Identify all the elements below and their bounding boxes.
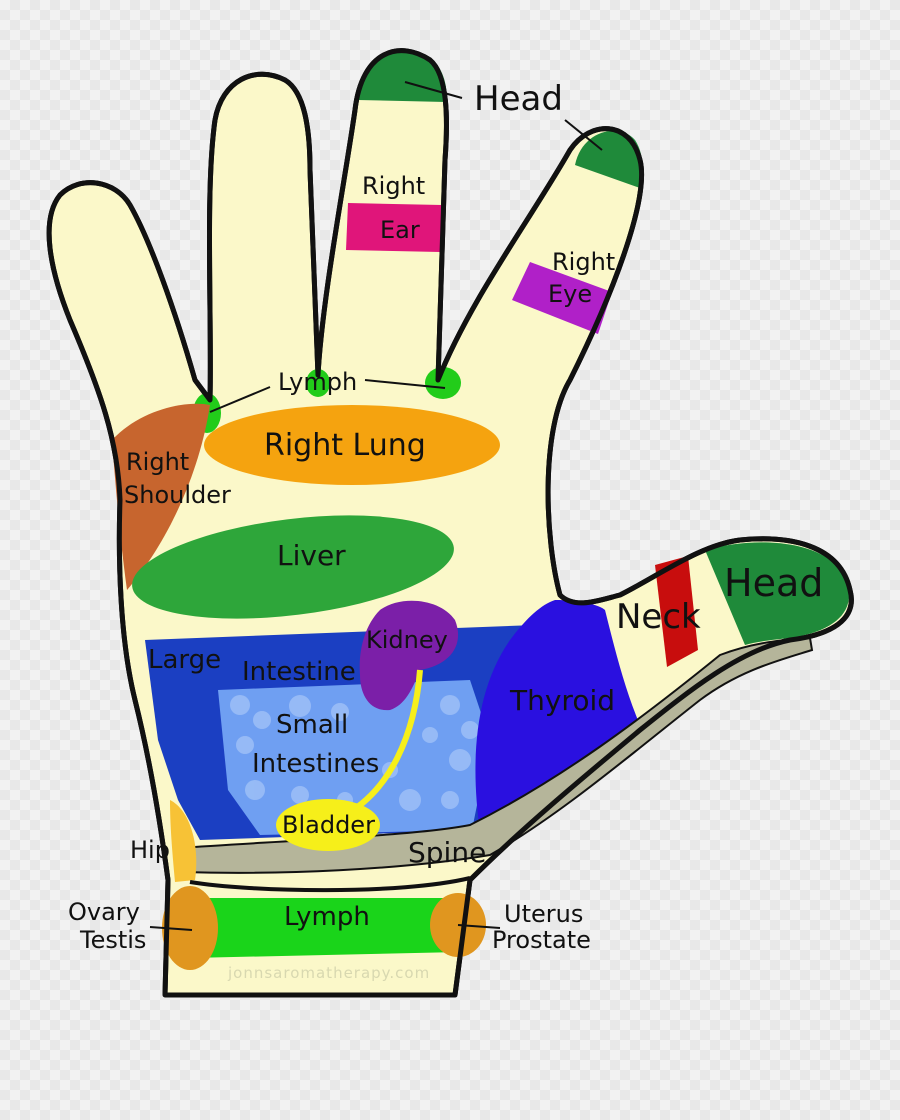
- right-shoulder-zone: [112, 403, 210, 590]
- label-ovary: Ovary: [68, 898, 140, 926]
- lymph-dot-2: [306, 369, 330, 397]
- label-head-top: Head: [474, 79, 563, 119]
- spine-zone: [176, 636, 814, 874]
- lymph-dot-3: [425, 367, 461, 399]
- label-large: Large: [148, 645, 221, 675]
- hip-zone: [170, 800, 197, 882]
- label-small-2: Intestines: [252, 749, 379, 779]
- label-right-shoulder-2: Shoulder: [124, 481, 231, 509]
- label-lymph-top: Lymph: [278, 368, 357, 396]
- label-uterus: Uterus: [504, 900, 583, 928]
- bladder-zone: [276, 799, 380, 851]
- head-zone-ring-finger: [575, 130, 643, 188]
- label-right-shoulder-1: Right: [126, 448, 189, 476]
- lymph-leader-left: [209, 386, 271, 413]
- head-leader-ring: [564, 119, 603, 151]
- label-spine: Spine: [408, 836, 486, 869]
- right-ear-zone: [346, 203, 442, 252]
- small-intestines-texture: [230, 695, 479, 811]
- lymph-leader-right: [364, 379, 446, 389]
- right-lung-zone: [204, 405, 500, 485]
- ovary-leader: [149, 926, 193, 931]
- label-right-lung: Right Lung: [264, 428, 426, 463]
- wrist-crease: [189, 876, 471, 893]
- label-liver: Liver: [277, 539, 346, 572]
- ovary-testis-zone: [162, 886, 218, 970]
- watermark-text: jonnsaromatherapy.com: [227, 964, 430, 982]
- label-neck: Neck: [616, 597, 701, 637]
- hand-outline-top: [46, 48, 854, 996]
- label-prostate: Prostate: [492, 926, 591, 954]
- label-right-eye-2: Eye: [548, 280, 592, 308]
- small-intestines-zone: [218, 680, 490, 835]
- right-eye-zone: [512, 262, 612, 334]
- label-thyroid: Thyroid: [509, 684, 615, 717]
- label-bladder: Bladder: [282, 811, 375, 839]
- thyroid-zone: [475, 600, 640, 832]
- label-right-ear-2: Ear: [380, 216, 420, 244]
- label-testis: Testis: [79, 926, 146, 954]
- label-right-ear-1: Right: [362, 172, 425, 200]
- label-kidney: Kidney: [366, 626, 448, 654]
- label-intestine: Intestine: [242, 657, 356, 687]
- label-small-1: Small: [276, 710, 348, 740]
- label-hip: Hip: [130, 836, 170, 864]
- wrist-lymph-zone: [190, 898, 460, 958]
- uterus-leader: [457, 924, 501, 929]
- label-right-eye-1: Right: [552, 248, 615, 276]
- label-head-thumb: Head: [724, 561, 823, 605]
- head-zone-thumb: [705, 542, 850, 645]
- head-leader-top: [404, 81, 463, 99]
- kidney-zone: [359, 600, 459, 711]
- head-zone-middle-finger: [358, 50, 447, 102]
- label-lymph-wrist: Lymph: [284, 902, 370, 932]
- neck-zone: [655, 556, 698, 667]
- liver-zone: [132, 515, 454, 619]
